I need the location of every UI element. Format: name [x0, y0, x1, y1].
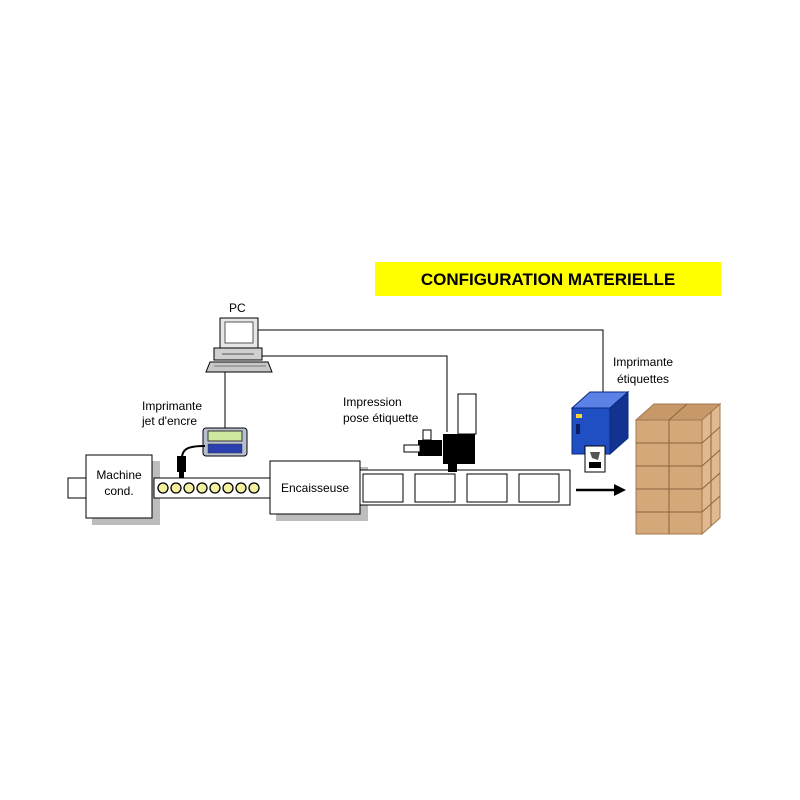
carton-stack-icon — [634, 402, 722, 536]
print-apply-icon — [403, 393, 477, 472]
machine-label-line2: cond. — [104, 484, 133, 498]
pc-icon: PC — [205, 301, 273, 373]
inkjet-label-line1: Imprimante — [142, 399, 202, 413]
case-box — [466, 473, 508, 503]
case-packer-label: Encaisseuse — [281, 481, 349, 495]
pc-to-print-apply-line — [262, 355, 448, 432]
inkjet-label-line2: jet d'encre — [141, 414, 197, 428]
roller-conveyor — [153, 477, 271, 499]
pc-to-label-printer-line — [258, 329, 604, 402]
case-packer: Encaisseuse — [269, 460, 368, 521]
packaging-machine: Machine cond. — [67, 454, 160, 525]
print-apply-label-line1: Impression — [343, 395, 402, 409]
case-box — [518, 473, 560, 503]
print-apply-label-line2: pose étiquette — [343, 411, 419, 425]
case-box — [414, 473, 456, 503]
title-banner: CONFIGURATION MATERIELLE — [375, 262, 721, 296]
outfeed-conveyor — [359, 469, 571, 506]
inkjet-controller-icon — [177, 427, 248, 478]
label-printer-icon — [570, 390, 630, 473]
diagram-title: CONFIGURATION MATERIELLE — [421, 270, 675, 289]
label-printer-label-line2: étiquettes — [617, 372, 669, 386]
arrow-right-icon — [576, 484, 626, 496]
machine-label-line1: Machine — [96, 468, 142, 482]
label-printer-label-line1: Imprimante — [613, 355, 673, 369]
pc-label: PC — [229, 301, 246, 315]
connection-lines — [224, 329, 604, 432]
case-box — [362, 473, 404, 503]
